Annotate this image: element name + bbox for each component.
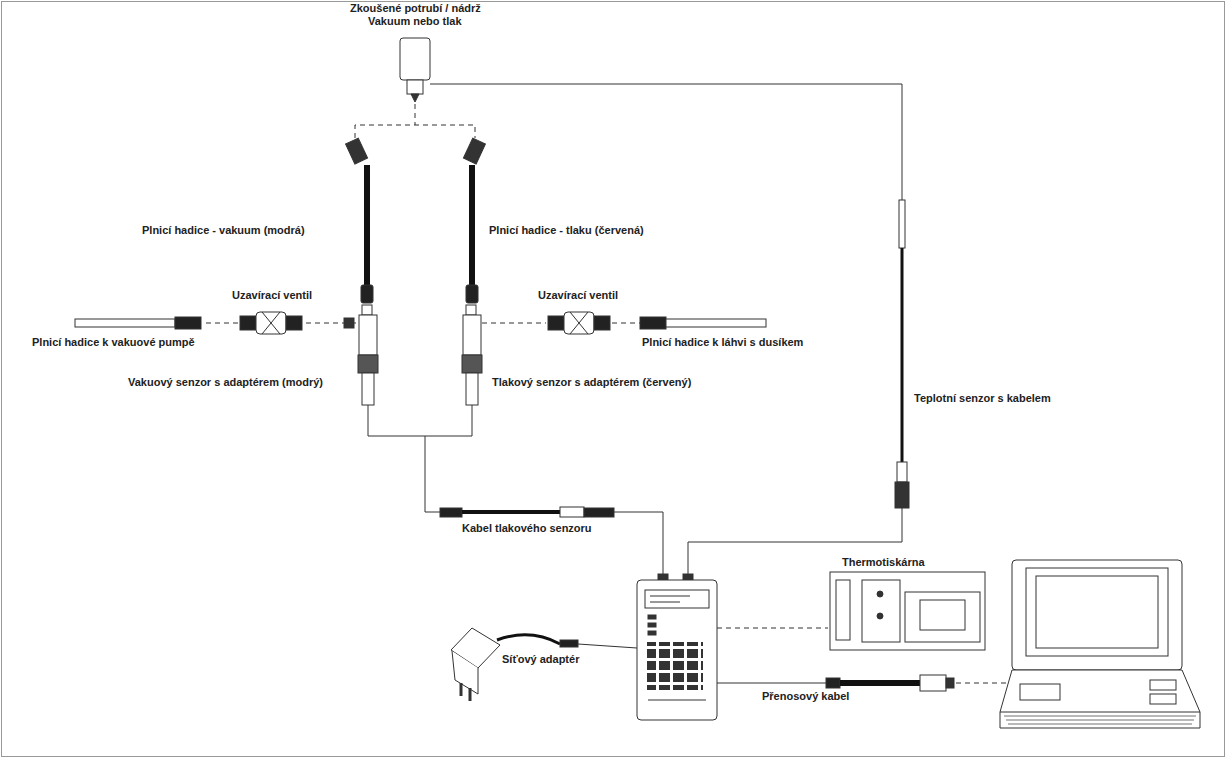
part-label: Síťový adaptér <box>500 653 581 666</box>
part-label: Kabel tlakového senzoru <box>460 522 594 535</box>
part-label: Plnicí hadice k vakuové pumpě <box>30 336 197 349</box>
part-label: Plnicí hadice - vakuum (modrá) <box>140 224 307 237</box>
part-label: Teplotní senzor s kabelem <box>912 392 1053 405</box>
part-label: Tlakový senzor s adaptérem (červený) <box>490 376 693 389</box>
part-label: Přenosový kabel <box>760 690 851 703</box>
part-label: Zkoušené potrubí / nádrž <box>348 2 483 15</box>
part-label: Plnicí hadice k láhvi s dusíkem <box>640 336 805 349</box>
part-label: Uzavírací ventil <box>230 289 314 302</box>
part-label: Vakuový senzor s adaptérem (modrý) <box>126 376 325 389</box>
part-label: Plnicí hadice - tlaku (červená) <box>487 224 646 237</box>
part-label: Uzavírací ventil <box>536 289 620 302</box>
part-label: Vakuum nebo tlak <box>366 15 464 28</box>
part-label: Thermotiskárna <box>840 556 927 569</box>
